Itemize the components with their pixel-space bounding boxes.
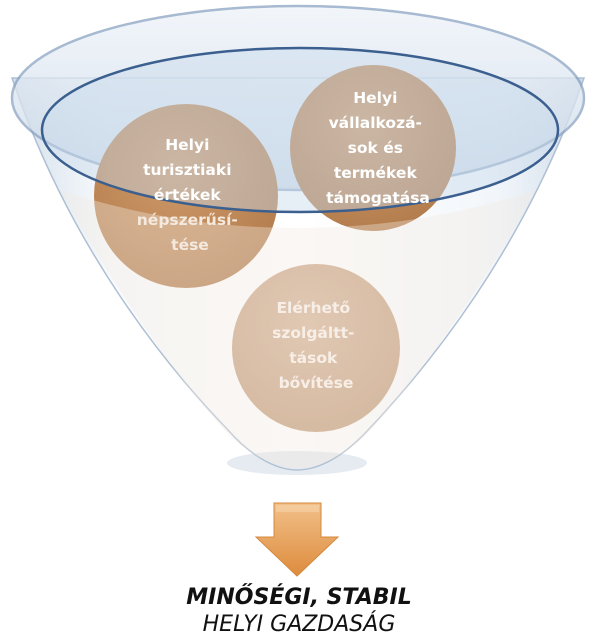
circle-left-label: Helyi turisztiaki értékek népszerűsí- té… [137, 136, 243, 254]
circle-right-label: Helyi vállalkozá- sok és termékek támoga… [326, 89, 430, 207]
circle-right [290, 65, 456, 231]
result-subtitle: HELYI GAZDASÁG [202, 612, 396, 637]
funnel-shadow [227, 451, 367, 475]
result-title: MINŐSÉGI, STABIL [186, 585, 412, 610]
circle-left [94, 104, 278, 288]
circle-bottom-label: Elérhető szolgáltt- tások bővítése [272, 299, 360, 392]
funnel-glass-overlay [60, 190, 536, 468]
down-arrow-icon [254, 502, 340, 577]
circle-bottom [232, 264, 400, 432]
funnel-rim-inner [40, 46, 560, 214]
